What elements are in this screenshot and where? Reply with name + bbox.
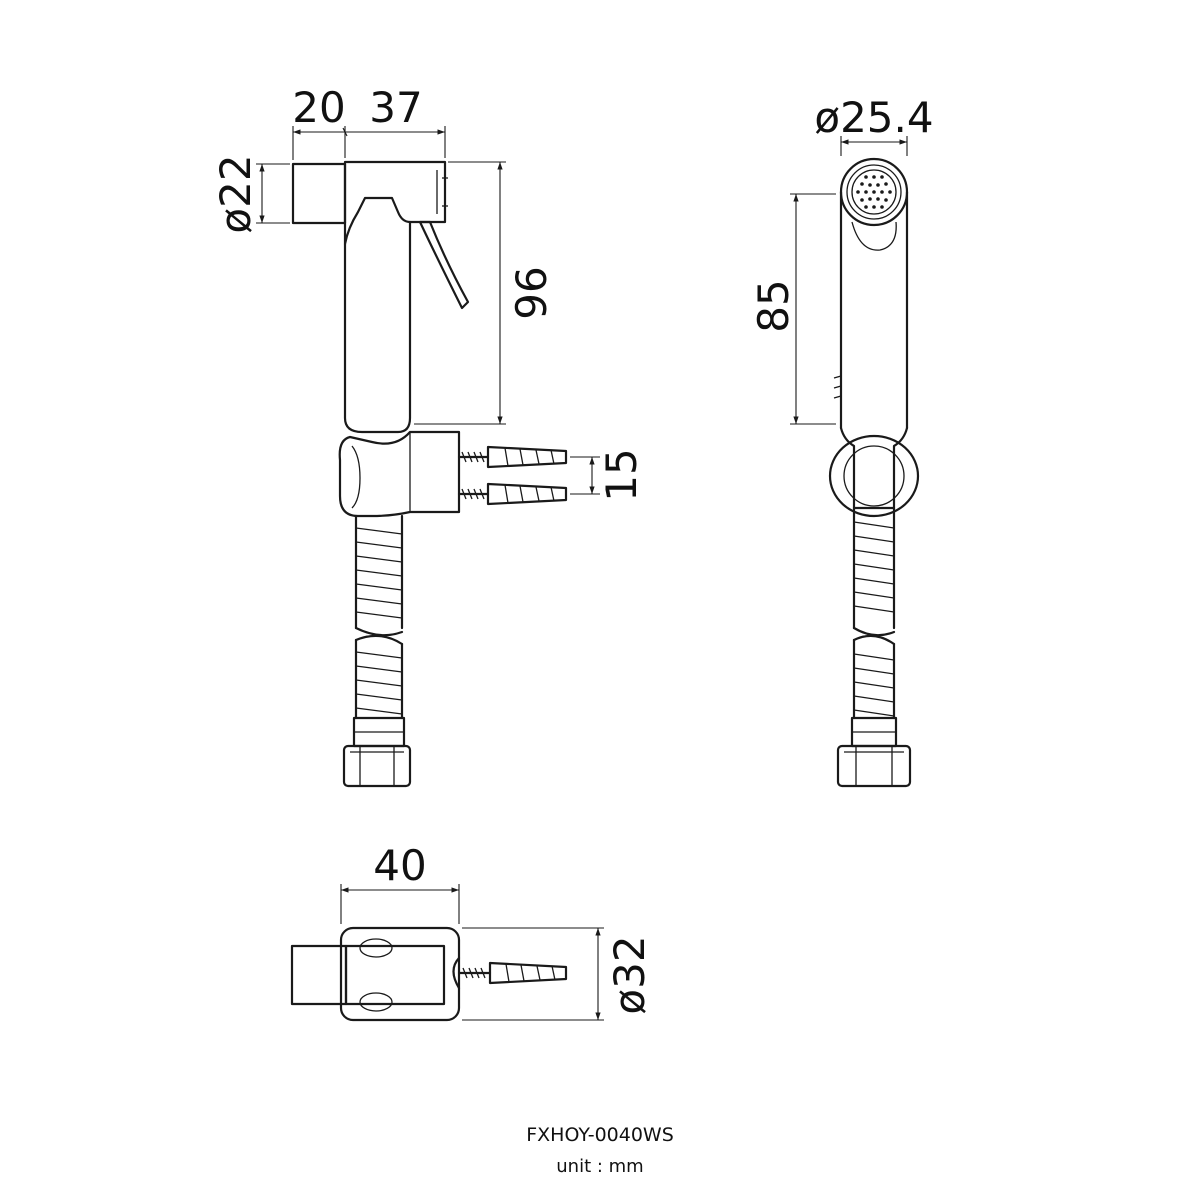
dim-anchor-spacing: 15	[597, 448, 646, 501]
side-hose	[352, 514, 406, 748]
dim-inlet-length: 20	[292, 83, 345, 132]
spray-nozzle-holes	[856, 175, 892, 209]
top-view: 40 ø32	[290, 841, 654, 1022]
dim-inlet-diameter: ø22	[211, 154, 260, 233]
front-holder	[828, 426, 920, 518]
front-view: ø25.4 85	[749, 93, 934, 788]
model-number: FXHOY-0040WS	[526, 1124, 674, 1146]
side-hex-nut	[342, 744, 412, 788]
front-hose	[850, 506, 898, 748]
dim-top-diameter: ø32	[605, 935, 654, 1014]
front-hex-nut	[836, 744, 912, 788]
anchor-screw-upper	[457, 445, 568, 469]
side-view: 20 37 ø22 96 15	[211, 83, 646, 788]
dim-top-width: 40	[373, 841, 426, 890]
anchor-screw-lower	[457, 482, 568, 506]
dim-body-length: 37	[369, 83, 422, 132]
top-anchor-screw	[457, 961, 568, 985]
dim-head-diameter: ø25.4	[814, 93, 933, 142]
dim-side-height: 96	[507, 266, 556, 319]
unit-label: unit : mm	[556, 1156, 644, 1177]
dim-front-height: 85	[749, 279, 798, 332]
